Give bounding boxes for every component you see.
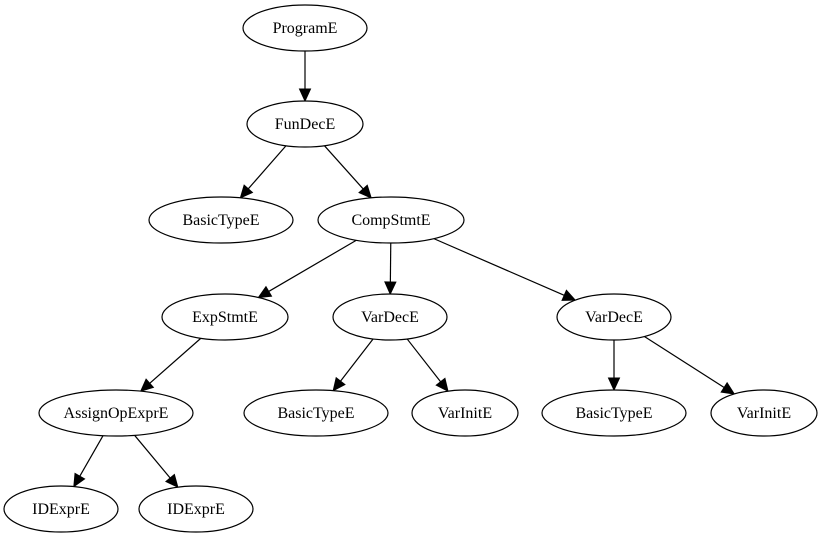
tree-node-programe: ProgramE: [242, 4, 368, 52]
tree-node-fundece: FunDecE: [246, 100, 364, 148]
edge-n4-n7: [139, 337, 202, 393]
tree-node-basictypee: BasicTypeE: [541, 389, 687, 437]
arrowhead: [239, 184, 254, 199]
node-ellipse: [317, 196, 465, 244]
arrowhead: [139, 378, 155, 393]
tree-node-expstmte: ExpStmtE: [161, 293, 289, 341]
node-label: ExpStmtE: [192, 309, 258, 326]
edge-n7-n13: [134, 434, 179, 489]
edge-n5-n8: [332, 338, 374, 392]
node-label: BasicTypeE: [277, 405, 354, 422]
node-label: VarDecE: [585, 309, 643, 326]
node-ellipse: [556, 293, 672, 341]
edge-n5-n9: [406, 338, 449, 393]
node-ellipse: [242, 4, 368, 52]
tree-node-vardece: VarDecE: [332, 293, 448, 341]
node-label: ProgramE: [273, 20, 338, 37]
node-label: VarDecE: [361, 309, 419, 326]
edge-n3-n5: [384, 242, 397, 296]
edge-n6-n10: [607, 340, 621, 392]
tree-node-compstmte: CompStmtE: [317, 196, 465, 244]
edge-line: [247, 145, 287, 190]
node-label: FunDecE: [275, 116, 335, 133]
node-ellipse: [161, 293, 289, 341]
node-label: IDExprE: [167, 501, 225, 518]
edge-line: [79, 435, 104, 477]
node-ellipse: [3, 485, 119, 533]
node-label: CompStmtE: [351, 212, 430, 229]
arrowhead: [73, 472, 86, 488]
edges-layer: [73, 51, 736, 489]
edge-n1-n2: [239, 145, 287, 199]
edge-line: [406, 338, 442, 383]
arrowhead: [720, 381, 736, 395]
tree-node-varinite: VarInitE: [710, 389, 818, 437]
tree-node-varinite: VarInitE: [411, 389, 519, 437]
node-ellipse: [246, 100, 364, 148]
node-ellipse: [148, 196, 294, 244]
edge-n1-n3: [323, 145, 372, 199]
node-ellipse: [38, 389, 194, 437]
edge-n3-n4: [257, 239, 357, 299]
node-label: VarInitE: [737, 405, 791, 422]
arrowhead: [561, 289, 577, 301]
arrowhead: [435, 377, 449, 393]
arrowhead: [607, 377, 621, 392]
arrowhead: [165, 473, 179, 489]
edge-n3-n6: [433, 238, 577, 301]
edge-n7-n12: [73, 435, 104, 488]
node-ellipse: [243, 389, 389, 437]
node-label: VarInitE: [438, 405, 492, 422]
tree-node-idexpre: IDExprE: [138, 485, 254, 533]
node-ellipse: [138, 485, 254, 533]
node-ellipse: [332, 293, 448, 341]
edge-line: [433, 238, 565, 296]
arrowhead: [384, 281, 397, 296]
edge-line: [268, 239, 357, 292]
node-ellipse: [411, 389, 519, 437]
nodes-layer: ProgramE FunDecE BasicTypeE CompStmtE ExpStm…: [3, 4, 818, 533]
edge-line: [149, 337, 202, 384]
node-label: BasicTypeE: [575, 405, 652, 422]
node-label: BasicTypeE: [182, 212, 259, 229]
node-label: IDExprE: [32, 501, 90, 518]
node-ellipse: [541, 389, 687, 437]
tree-node-idexpre: IDExprE: [3, 485, 119, 533]
edge-line: [644, 335, 725, 389]
arrowhead: [257, 285, 273, 299]
edge-line: [323, 145, 364, 190]
edge-n0-n1: [298, 51, 312, 103]
arrowhead: [332, 376, 346, 392]
tree-node-assignopexpre: AssignOpExprE: [38, 389, 194, 437]
arrowhead: [358, 184, 372, 199]
arrowhead: [298, 88, 312, 103]
tree-node-vardece: VarDecE: [556, 293, 672, 341]
node-label: AssignOpExprE: [64, 405, 169, 422]
edge-n6-n11: [644, 335, 736, 395]
tree-node-basictypee: BasicTypeE: [148, 196, 294, 244]
node-ellipse: [710, 389, 818, 437]
edge-line: [340, 338, 374, 382]
tree-node-basictypee: BasicTypeE: [243, 389, 389, 437]
edge-line: [134, 434, 171, 479]
